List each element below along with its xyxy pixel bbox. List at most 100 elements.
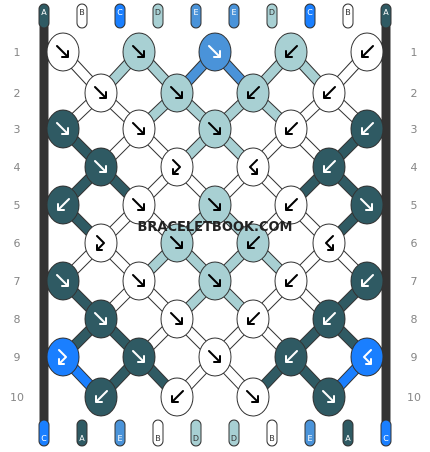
knot bbox=[160, 147, 194, 187]
row-label-right: 8 bbox=[411, 313, 418, 326]
knot-arrow-icon bbox=[132, 198, 145, 211]
top-string bbox=[380, 3, 392, 29]
row-label-right: 6 bbox=[411, 237, 418, 250]
knot-layer bbox=[46, 32, 384, 417]
knot-arrow-icon bbox=[170, 312, 183, 325]
bottom-string bbox=[190, 419, 202, 447]
top-string bbox=[342, 3, 354, 29]
top-string-label: C bbox=[307, 8, 313, 17]
row-label-left: 2 bbox=[14, 87, 21, 100]
knot-arrow-icon bbox=[94, 160, 107, 173]
row-label-left: 4 bbox=[14, 161, 21, 174]
knot-arrow-icon bbox=[285, 274, 298, 287]
knot-arrow-icon bbox=[363, 349, 372, 365]
top-string-label: B bbox=[79, 8, 85, 17]
knot-arrow-icon bbox=[170, 236, 183, 249]
knot bbox=[350, 337, 384, 377]
top-string bbox=[152, 3, 164, 29]
knot bbox=[46, 337, 80, 377]
knot-arrow-icon bbox=[249, 159, 258, 175]
knot-arrow-icon bbox=[56, 45, 69, 58]
top-string-label: D bbox=[269, 8, 275, 17]
bottom-string bbox=[342, 419, 354, 447]
bottom-string-label: D bbox=[193, 434, 199, 443]
knot-arrow-icon bbox=[285, 122, 298, 135]
knot-arrow-icon bbox=[322, 390, 335, 403]
knot-arrow-icon bbox=[171, 390, 184, 403]
knot-arrow-icon bbox=[247, 236, 260, 249]
row-label-left: 3 bbox=[14, 123, 21, 136]
bottom-string bbox=[76, 419, 88, 447]
knot-arrow-icon bbox=[361, 274, 374, 287]
top-string-label: E bbox=[231, 8, 236, 17]
knot bbox=[84, 223, 118, 263]
knot-arrow-icon bbox=[325, 235, 334, 251]
row-label-left: 10 bbox=[10, 391, 24, 404]
row-label-left: 8 bbox=[14, 313, 21, 326]
bottom-string-label: E bbox=[307, 434, 312, 443]
knot-arrow-icon bbox=[285, 350, 298, 363]
top-string bbox=[114, 3, 126, 29]
top-string-label: D bbox=[155, 8, 161, 17]
knot-arrow-icon bbox=[360, 198, 373, 211]
bottom-string bbox=[38, 419, 50, 447]
row-label-right: 2 bbox=[411, 87, 418, 100]
knot-arrow-icon bbox=[57, 198, 70, 211]
knot-arrow-icon bbox=[208, 45, 221, 58]
knot-arrow-icon bbox=[94, 86, 107, 99]
bottom-string bbox=[228, 419, 240, 447]
knot-arrow-icon bbox=[132, 122, 145, 135]
knot-arrow-icon bbox=[246, 390, 259, 403]
knot-arrow-icon bbox=[208, 198, 221, 211]
knot-arrow-icon bbox=[132, 274, 145, 287]
knot-arrow-icon bbox=[247, 86, 260, 99]
bottom-string bbox=[304, 419, 316, 447]
bottom-string bbox=[152, 419, 164, 447]
knot-arrow-icon bbox=[323, 160, 336, 173]
bottom-string-label: D bbox=[231, 434, 237, 443]
knot-arrow-icon bbox=[170, 86, 183, 99]
knot-arrow-icon bbox=[132, 350, 145, 363]
knot-arrow-icon bbox=[361, 122, 374, 135]
top-string bbox=[228, 3, 240, 29]
knot-arrow-icon bbox=[285, 198, 298, 211]
bottom-string-label: C bbox=[383, 434, 389, 443]
bottom-string bbox=[114, 419, 126, 447]
knot bbox=[236, 147, 270, 187]
row-label-right: 9 bbox=[411, 351, 418, 364]
knot-arrow-icon bbox=[96, 235, 105, 251]
top-string bbox=[190, 3, 202, 29]
row-label-right: 3 bbox=[411, 123, 418, 136]
knot-arrow-icon bbox=[172, 159, 181, 175]
top-string bbox=[304, 3, 316, 29]
knot bbox=[312, 223, 346, 263]
top-string bbox=[266, 3, 278, 29]
bottom-string-label: A bbox=[79, 434, 85, 443]
top-string bbox=[76, 3, 88, 29]
top-string-label: A bbox=[41, 8, 47, 17]
knot-arrow-icon bbox=[94, 312, 107, 325]
knot-arrow-icon bbox=[58, 349, 67, 365]
row-label-right: 1 bbox=[411, 46, 418, 59]
top-string-label: C bbox=[117, 8, 123, 17]
top-string-label: E bbox=[193, 8, 198, 17]
row-label-left: 6 bbox=[14, 237, 21, 250]
row-label-right: 10 bbox=[407, 391, 421, 404]
knot-arrow-icon bbox=[323, 312, 336, 325]
bottom-string-label: B bbox=[155, 434, 161, 443]
knot-arrow-icon bbox=[95, 390, 108, 403]
row-label-left: 9 bbox=[14, 351, 21, 364]
knot-arrow-icon bbox=[56, 274, 69, 287]
knot-arrow-icon bbox=[56, 122, 69, 135]
row-label-left: 5 bbox=[14, 199, 21, 212]
bottom-string-label: E bbox=[117, 434, 122, 443]
bottom-string bbox=[380, 419, 392, 447]
knot-arrow-icon bbox=[323, 86, 336, 99]
bottom-string-label: C bbox=[41, 434, 47, 443]
bottom-string-label: B bbox=[269, 434, 275, 443]
knot-arrow-icon bbox=[208, 350, 221, 363]
knot-arrow-icon bbox=[208, 274, 221, 287]
bottom-string bbox=[266, 419, 278, 447]
